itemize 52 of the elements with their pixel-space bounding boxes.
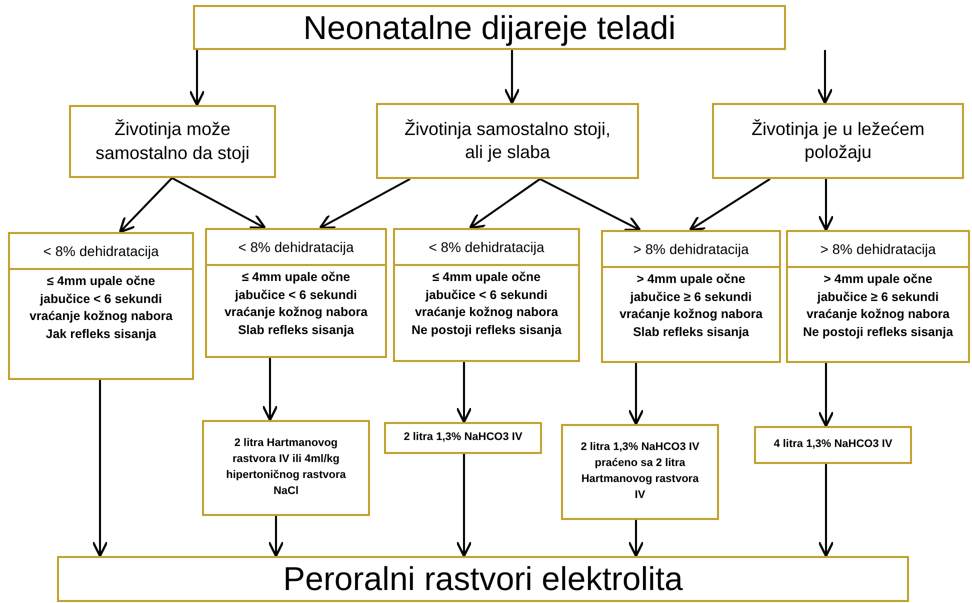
dehydration-box: [8, 232, 194, 380]
box-text: 4 litra 1,3% NaHCO3 IV: [774, 437, 892, 452]
criteria-text: ≤ 4mm upale očne jabučice < 6 sekundi vraćanje kožnog nabora Ne postoji refleks sisanja: [410, 269, 563, 339]
arrow: [188, 50, 206, 106]
dehydration-box: [205, 228, 387, 358]
arrow: [468, 178, 541, 230]
arrow: [318, 178, 410, 230]
arrow: [92, 380, 108, 558]
box-heading: < 8% dehidratacija: [207, 230, 385, 266]
treatment-box: [202, 420, 370, 516]
arrow: [628, 363, 644, 426]
dehydration-box: [601, 230, 781, 363]
box-text: Peroralni rastvori elektrolita: [283, 560, 683, 598]
arrow: [688, 178, 771, 232]
condition-box: [376, 103, 639, 179]
arrow: [118, 177, 173, 234]
arrow: [816, 50, 834, 104]
criteria-text: > 4mm upale očne jabučice ≥ 6 sekundi vraćanje kožnog nabora Slab refleks sisanja: [618, 271, 764, 341]
box-text: 2 litra Hartmanovog rastvora IV ili 4ml/kg hipertoničnog rastvora NaCl: [225, 436, 347, 499]
box-text: Životinja može samostalno da stoji: [94, 118, 251, 165]
result-box: [57, 556, 909, 602]
title-box: [193, 5, 786, 50]
treatment-box: [754, 426, 912, 464]
dehydration-box: [786, 230, 970, 363]
box-text: Životinja je u ležećem položaju: [750, 118, 926, 164]
treatment-box: [561, 424, 719, 520]
box-text: Životinja samostalno stoji, ali je slaba: [403, 118, 612, 164]
box-text: 2 litra 1,3% NaHCO3 IV praćeno sa 2 litra Hartmanovog rastvora IV: [580, 440, 700, 503]
arrow: [268, 516, 284, 558]
box-heading: < 8% dehidratacija: [395, 230, 578, 266]
arrow: [818, 179, 834, 232]
criteria-text: > 4mm upale očne jabučice ≥ 6 sekundi vraćanje kožnog nabora Ne postoji refleks sisanja: [802, 271, 954, 341]
box-heading: > 8% dehidratacija: [788, 232, 968, 268]
box-heading: < 8% dehidratacija: [10, 234, 192, 270]
treatment-box: [384, 422, 542, 454]
condition-box: [69, 105, 276, 178]
box-text: 2 litra 1,3% NaHCO3 IV: [404, 430, 522, 446]
arrow: [262, 358, 278, 422]
arrow: [504, 50, 520, 104]
arrow: [540, 178, 642, 232]
arrow: [818, 363, 834, 428]
box-text: Neonatalne dijareje teladi: [303, 8, 676, 46]
arrow: [456, 362, 472, 424]
criteria-text: ≤ 4mm upale očne jabučice < 6 sekundi vraćanje kožnog nabora Jak refleks sisanja: [28, 273, 174, 343]
arrow: [172, 177, 266, 230]
arrow: [456, 454, 472, 558]
arrow: [628, 520, 644, 558]
condition-box: [712, 103, 964, 179]
arrow: [818, 464, 834, 558]
dehydration-box: [393, 228, 580, 362]
criteria-text: ≤ 4mm upale očne jabučice < 6 sekundi vraćanje kožnog nabora Slab refleks sisanja: [223, 269, 369, 339]
box-heading: > 8% dehidratacija: [603, 232, 779, 268]
